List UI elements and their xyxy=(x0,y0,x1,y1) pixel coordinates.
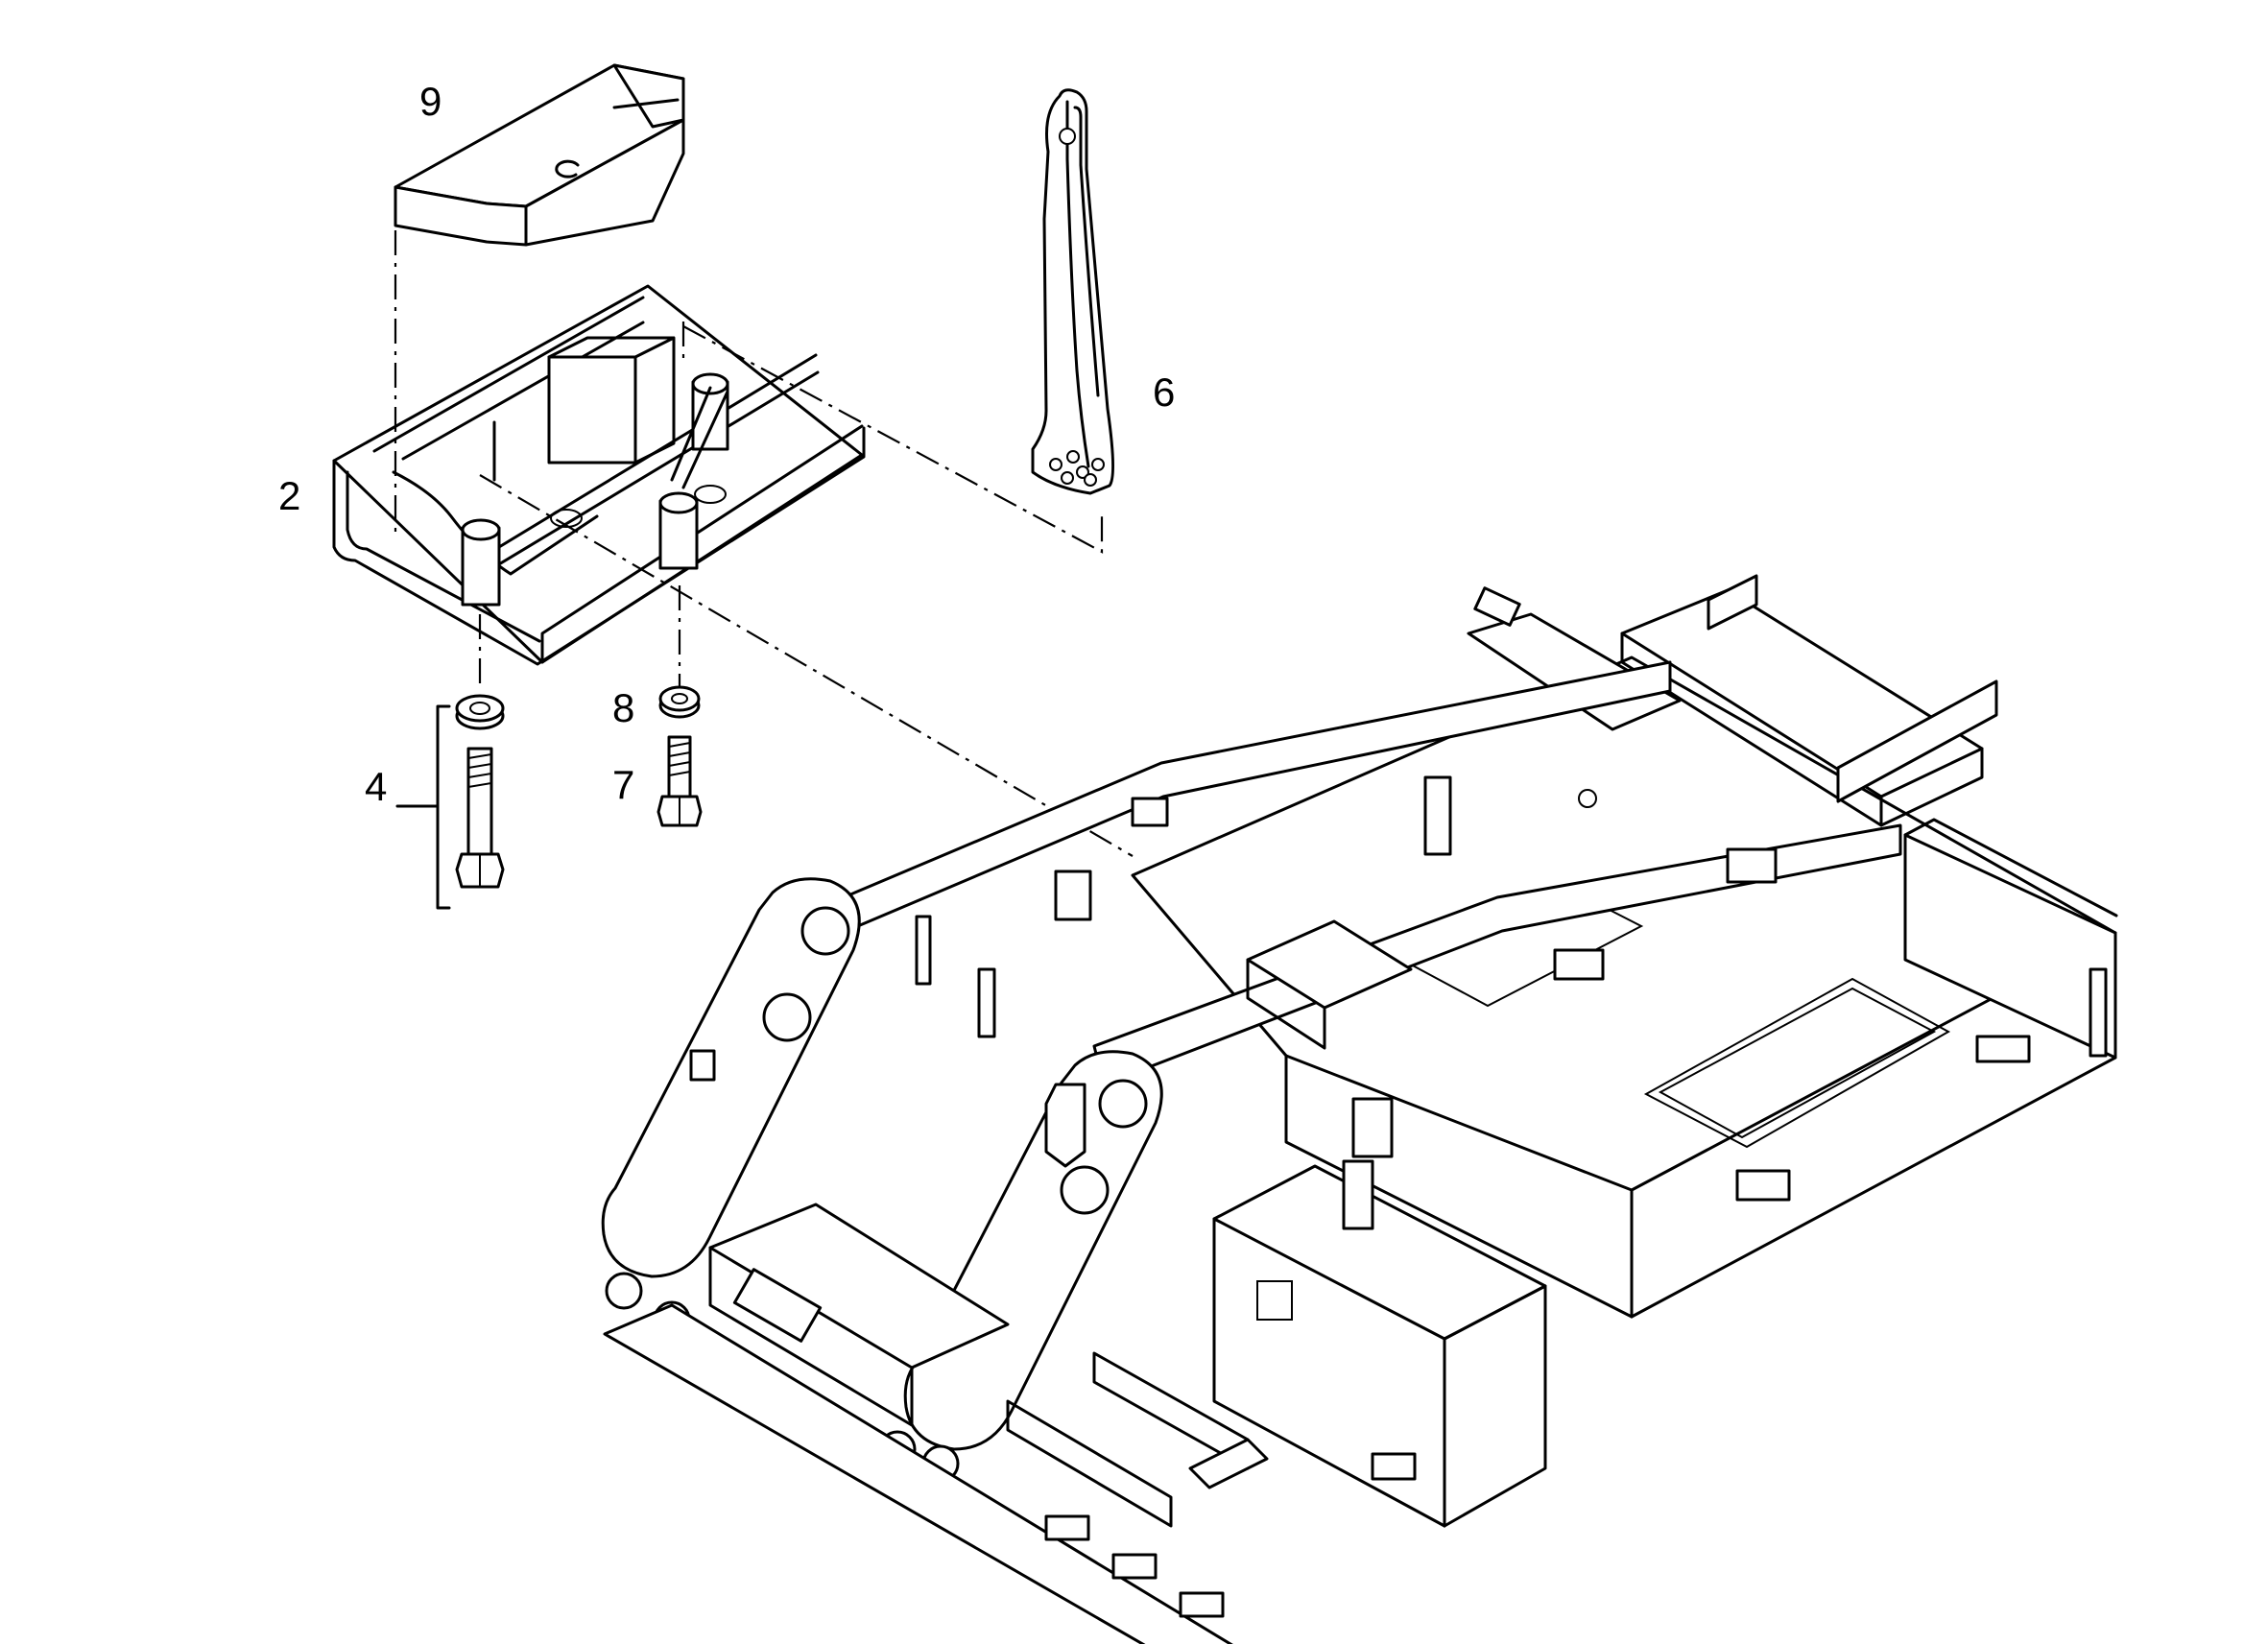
part-4-grouping-bracket xyxy=(395,704,451,910)
label-part-7: 7 xyxy=(612,762,634,807)
label-part-4: 4 xyxy=(365,764,387,809)
label-part-2: 2 xyxy=(278,473,300,518)
label-part-9: 9 xyxy=(419,79,442,124)
part-8-washer[interactable] xyxy=(658,685,701,719)
part-9-counterweight-block[interactable] xyxy=(394,63,685,247)
assembly-lines xyxy=(394,230,1134,857)
main-frame[interactable] xyxy=(601,574,2118,1644)
part-6-bolt-holes xyxy=(1049,450,1105,487)
part-2-base-tray[interactable] xyxy=(332,284,866,666)
part-4-long-bolt-set[interactable] xyxy=(455,694,505,889)
part-7-short-bolt[interactable] xyxy=(657,735,703,827)
label-part-8: 8 xyxy=(612,685,634,730)
label-part-6: 6 xyxy=(1153,369,1175,415)
frame-bolt-pads xyxy=(689,586,2031,1618)
part-6-bracket-arm[interactable] xyxy=(1031,88,1115,495)
